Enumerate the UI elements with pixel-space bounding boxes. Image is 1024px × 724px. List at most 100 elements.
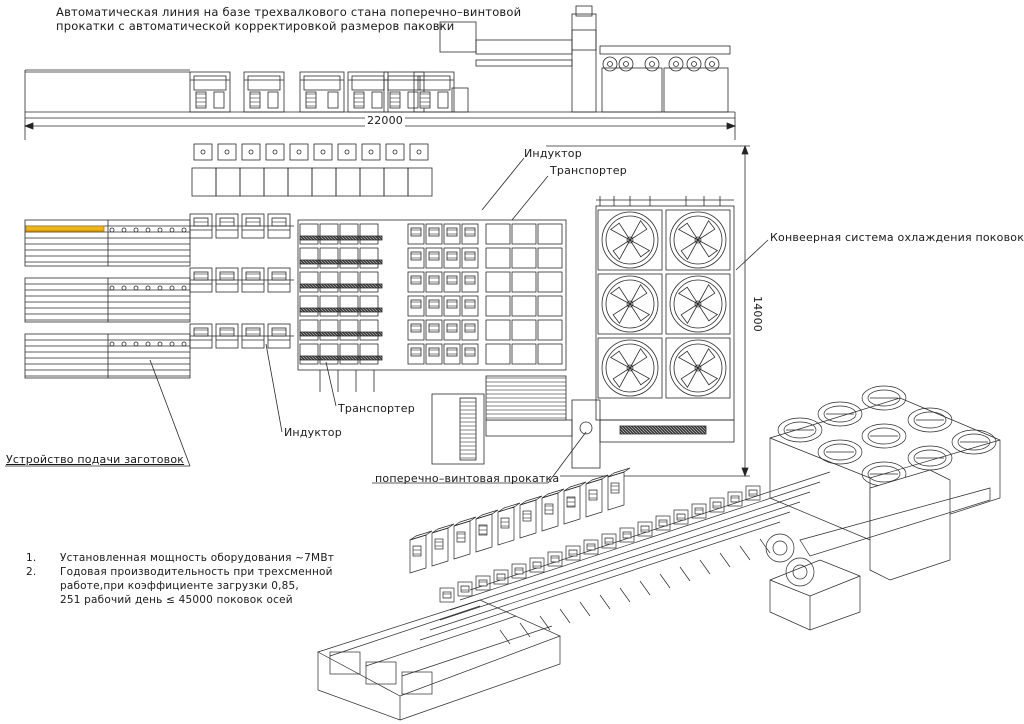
feeder-roller xyxy=(181,285,187,291)
label-inductor-top: Индуктор xyxy=(524,147,582,160)
note-line: Установленная мощность оборудования ~7МВ… xyxy=(60,552,335,564)
dimension-width: 14000 xyxy=(751,296,764,332)
cabinet-block xyxy=(215,167,241,197)
iso-unit xyxy=(565,545,581,561)
inductor-coil xyxy=(245,271,261,281)
cabinet-block xyxy=(311,167,337,197)
inductor-cell-coil xyxy=(446,323,458,333)
transporter-cell xyxy=(511,247,537,269)
side-roll xyxy=(668,56,684,72)
side-roll xyxy=(704,56,720,72)
inductor-cell-coil xyxy=(464,323,476,333)
side-machine-detail xyxy=(249,91,261,109)
transporter-cell xyxy=(537,295,563,317)
inductor-cell-coil xyxy=(428,347,440,357)
inductor-cell xyxy=(407,247,425,269)
inductor-cell xyxy=(461,319,479,341)
fan-blade xyxy=(697,303,719,322)
inductor-cell xyxy=(443,247,461,269)
iso-unit-detail xyxy=(730,495,740,503)
fan-ring-inner xyxy=(673,215,723,265)
iso-unit-detail xyxy=(586,543,596,551)
fan-blade xyxy=(629,347,648,369)
feeder-roller xyxy=(169,341,175,347)
transporter-cell xyxy=(299,295,319,317)
iso-unit-detail xyxy=(748,489,758,497)
iso-unit-detail xyxy=(658,519,668,527)
side-roll-hub xyxy=(709,61,715,67)
feeder-roller xyxy=(157,285,163,291)
iso-cabinet-top xyxy=(497,502,521,513)
transporter-belt xyxy=(299,235,383,241)
side-roll-hub xyxy=(691,61,697,67)
transporter-cell xyxy=(359,343,379,365)
small-cabinet xyxy=(361,143,381,161)
inductor-cell xyxy=(461,223,479,245)
iso-unit-detail xyxy=(568,549,578,557)
fan-blade xyxy=(680,239,699,261)
iso-cabinet-panel xyxy=(588,489,598,501)
drawing-title-line-2: прокатки с автоматической корректировкой… xyxy=(56,19,455,33)
side-machine xyxy=(299,71,345,113)
iso-unit xyxy=(493,569,509,585)
inductor-cell-coil xyxy=(446,275,458,285)
small-cabinet xyxy=(241,143,261,161)
iso-unit-detail xyxy=(694,507,704,515)
iso-cabinet-panel xyxy=(478,524,488,536)
transporter-cell xyxy=(319,295,339,317)
fan-blade xyxy=(697,219,716,241)
side-elevation-view xyxy=(23,5,737,140)
iso-unit xyxy=(727,491,743,507)
fan-blade xyxy=(697,347,716,369)
iso-fan-inner xyxy=(913,449,947,467)
feeder-roller xyxy=(169,227,175,233)
cabinet-block xyxy=(359,167,385,197)
transporter-cell xyxy=(511,343,537,365)
fan-housing xyxy=(597,337,663,399)
transporter-cell xyxy=(319,223,339,245)
inductor-cell-coil xyxy=(446,299,458,309)
fan-blade xyxy=(609,286,631,305)
iso-leg xyxy=(499,629,511,645)
transporter-frame xyxy=(297,219,567,371)
furnace-cabinets xyxy=(191,143,433,197)
iso-cabinet-panel xyxy=(434,538,444,550)
inductor-cell xyxy=(443,271,461,293)
transporter-cell xyxy=(485,223,511,245)
inductor-cell xyxy=(443,223,461,245)
small-cabinet xyxy=(265,143,285,161)
inductor-cell-coil xyxy=(446,251,458,261)
inductor-cell xyxy=(425,223,443,245)
iso-unit-detail xyxy=(460,585,470,593)
inductor-cell-coil xyxy=(428,323,440,333)
feeder-roller xyxy=(181,341,187,347)
iso-unit-detail xyxy=(442,591,452,599)
small-cabinet xyxy=(193,143,213,161)
highlighted-billet xyxy=(25,225,105,232)
transporter-cell xyxy=(511,295,537,317)
inductor-cell xyxy=(407,319,425,341)
inductor-cell-coil xyxy=(428,275,440,285)
iso-fan-inner xyxy=(823,405,857,423)
side-roll-hub xyxy=(623,61,629,67)
iso-leg xyxy=(739,545,751,561)
inductor-coil xyxy=(271,217,287,227)
fan-ring xyxy=(669,339,727,397)
inductor-coil xyxy=(193,217,209,227)
side-machine-panel xyxy=(351,75,385,91)
iso-unit-detail xyxy=(496,573,506,581)
side-machine-detail xyxy=(195,91,207,109)
iso-unit-detail xyxy=(712,501,722,509)
iso-leg xyxy=(719,552,731,568)
feeder-table xyxy=(24,219,191,267)
inductor-cell xyxy=(407,295,425,317)
cabinet-mark xyxy=(368,149,374,155)
fan-blade xyxy=(697,283,716,305)
isometric-3d-view xyxy=(317,385,1001,721)
feeder-roller xyxy=(109,227,115,233)
side-machine-detail xyxy=(267,91,279,109)
fan-blade xyxy=(609,222,631,241)
fan-ring-inner xyxy=(605,343,655,393)
iso-cabinet-panel xyxy=(544,503,554,515)
